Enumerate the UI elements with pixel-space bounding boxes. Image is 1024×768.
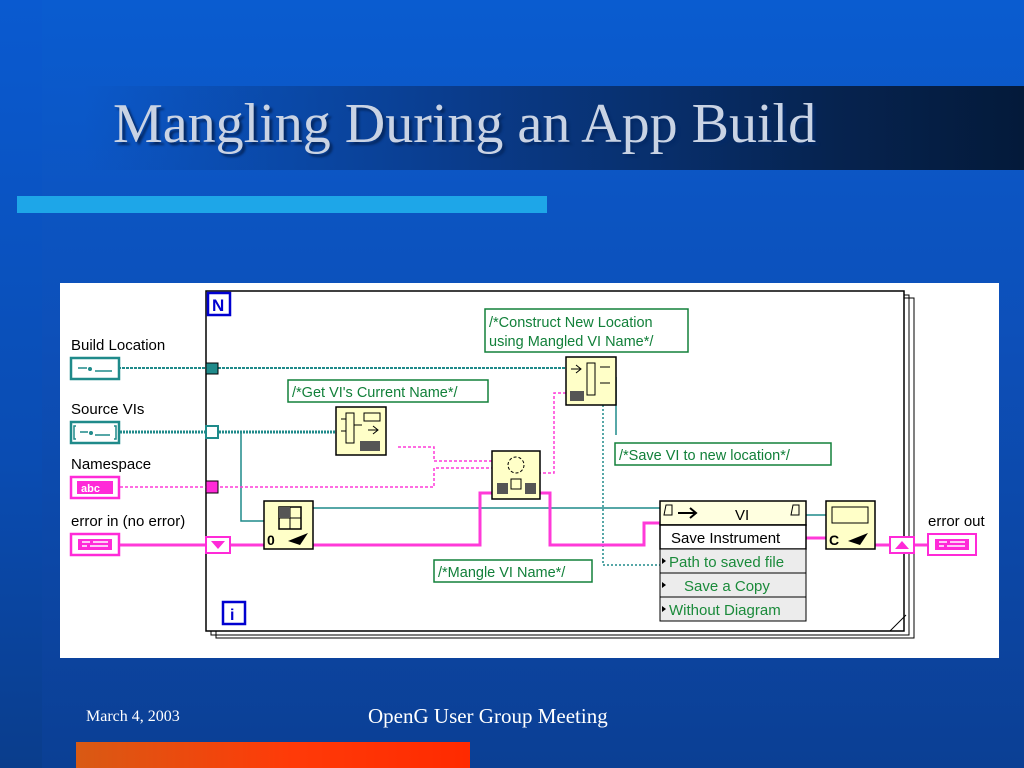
footer-date: March 4, 2003: [86, 708, 180, 725]
param-path-label: Path to saved file: [669, 554, 784, 571]
source-vis-label: Source VIs: [71, 401, 144, 418]
get-vi-name-subvi[interactable]: [335, 406, 387, 456]
error-shift-register-right: [889, 536, 915, 554]
build-location-control[interactable]: [69, 356, 121, 381]
get-name-comment-text: /*Get VI's Current Name*/: [292, 385, 459, 401]
error-out-label: error out: [928, 513, 986, 530]
namespace-wire: [120, 467, 492, 488]
invoke-class-label: VI: [735, 507, 749, 524]
error-in-label: error in (no error): [71, 513, 185, 530]
error-out-indicator: [927, 533, 977, 556]
invoke-node[interactable]: VI Save Instrument Path to saved file Sa…: [659, 500, 807, 622]
build-location-tunnel: [205, 362, 219, 375]
close-c-label: C: [829, 532, 839, 548]
source-vis-control[interactable]: [69, 420, 121, 445]
save-vi-comment-text: /*Save VI to new location*/: [619, 448, 791, 464]
save-vi-comment[interactable]: /*Save VI to new location*/: [614, 442, 832, 466]
slide-title: Mangling During an App Build: [113, 93, 817, 155]
source-vis-tunnel: [205, 425, 219, 439]
iteration-terminal: i: [221, 600, 247, 626]
index-zero-label: 0: [267, 532, 275, 548]
error-wire-2: [538, 491, 660, 547]
block-diagram-svg: N i Build Location Source VIs: [69, 290, 986, 639]
namespace-control[interactable]: abc: [69, 475, 121, 500]
param-copy-label: Save a Copy: [684, 578, 770, 595]
error-wire-1: [313, 491, 492, 547]
vi-name-wire: [398, 446, 492, 462]
mangled-name-wire: [538, 392, 566, 474]
frame-resize-handle[interactable]: [889, 614, 907, 632]
title-rule: [17, 196, 547, 213]
construct-comment[interactable]: /*Construct New Location using Mangled V…: [484, 308, 689, 353]
param-diagram-label: Without Diagram: [669, 602, 781, 619]
build-location-label: Build Location: [71, 337, 165, 354]
mangle-comment[interactable]: /*Mangle VI Name*/: [433, 559, 593, 583]
error-shift-register-left: [205, 536, 231, 554]
invoke-method-label: Save Instrument: [671, 530, 781, 547]
construct-comment-line-1: /*Construct New Location: [489, 315, 653, 331]
error-in-control[interactable]: [69, 532, 121, 557]
loop-count-terminal[interactable]: N: [206, 291, 232, 317]
side-band: [0, 0, 42, 768]
index-array-node[interactable]: 0: [263, 500, 314, 550]
iteration-label: i: [230, 607, 234, 624]
get-name-comment[interactable]: /*Get VI's Current Name*/: [287, 379, 489, 403]
title-band: [84, 86, 1024, 170]
source-vis-branch-wire: [240, 432, 264, 522]
abc-glyph: abc: [81, 483, 100, 495]
block-diagram: N i Build Location Source VIs: [60, 283, 999, 658]
new-path-wire: [602, 401, 660, 566]
mangle-vi-name-subvi[interactable]: [491, 450, 541, 500]
footer-title: OpenG User Group Meeting: [368, 704, 608, 728]
namespace-tunnel: [205, 480, 219, 494]
construct-path-subvi[interactable]: [565, 356, 617, 406]
close-reference-node[interactable]: C: [825, 500, 876, 550]
namespace-label: Namespace: [71, 456, 151, 473]
loop-count-label: N: [212, 296, 224, 315]
bottom-accent-bar: [76, 742, 470, 768]
mangle-comment-text: /*Mangle VI Name*/: [438, 565, 566, 581]
construct-comment-line-2: using Mangled VI Name*/: [489, 334, 654, 350]
